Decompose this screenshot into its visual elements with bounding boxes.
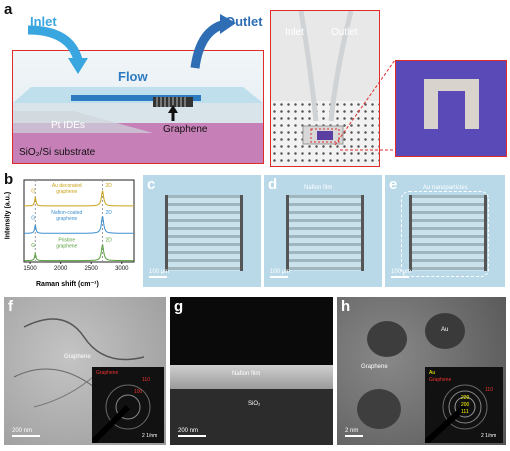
sio2-label: SiO₂ bbox=[248, 401, 261, 407]
photo-tubing bbox=[298, 11, 354, 145]
au-label: Au bbox=[441, 327, 449, 333]
twod-peak-label: 2D bbox=[106, 238, 113, 244]
ring-label: 110 bbox=[485, 387, 493, 393]
panel-label-e: e bbox=[389, 176, 398, 193]
inset-scalebar-label: 2 1/nm bbox=[481, 433, 497, 439]
inset-scalebar-label: 2 1/nm bbox=[142, 433, 158, 439]
panel-label-c: c bbox=[147, 176, 156, 193]
pt-ides-label: Pt IDEs bbox=[51, 120, 85, 131]
au-nanoparticles-label: Au nanoparticles bbox=[423, 185, 468, 191]
electrode-pad bbox=[13, 111, 153, 133]
substrate-label: SiO₂/Si substrate bbox=[19, 147, 96, 158]
flow-label: Flow bbox=[118, 69, 148, 84]
device-photo: Inlet Outlet bbox=[270, 10, 380, 167]
scale-bar bbox=[178, 435, 206, 437]
panel-e: e Au nanoparticles 100 μm bbox=[385, 175, 505, 287]
nafion-label: Nafion film bbox=[232, 371, 261, 377]
flow-arrows bbox=[27, 14, 236, 74]
raman-ylabel: Intensity (a.u.) bbox=[4, 191, 12, 240]
scale-bar-label: 100 μm bbox=[391, 269, 412, 275]
outlet-label: Outlet bbox=[225, 14, 263, 29]
graphene-label: Graphene bbox=[361, 364, 388, 370]
panel-f: f Graphene Graphene 110 100 2 1/nm 200 n… bbox=[4, 297, 166, 445]
nafion-layer bbox=[170, 365, 333, 389]
ide-fingers bbox=[156, 97, 186, 107]
ring-label: 220 bbox=[461, 395, 470, 401]
scale-bar-label: 2 nm bbox=[345, 428, 359, 434]
scale-bar-label: 200 nm bbox=[12, 428, 33, 434]
twod-peak-label: 2D bbox=[106, 183, 113, 189]
ring-label: 110 bbox=[142, 377, 150, 383]
ide-pattern bbox=[286, 195, 364, 271]
scale-bar-label: 100 μm bbox=[270, 269, 291, 275]
scale-bar bbox=[12, 435, 40, 437]
scale-bar bbox=[149, 276, 167, 278]
graphene-label: Graphene bbox=[163, 124, 208, 135]
saed-rings bbox=[92, 384, 151, 443]
device-schematic-svg bbox=[13, 87, 263, 163]
g-peak-label: G bbox=[31, 188, 35, 194]
ring-label: 100 bbox=[134, 389, 143, 395]
chip-pad-gap bbox=[438, 91, 465, 129]
g-peak-label: G bbox=[31, 216, 35, 222]
au-particle bbox=[367, 321, 407, 357]
raman-xlabel: Raman shift (cm⁻¹) bbox=[36, 281, 99, 288]
photo-outlet-label: Outlet bbox=[331, 27, 358, 38]
x-tick-label: 1500 bbox=[23, 266, 37, 270]
zoom-lines bbox=[334, 59, 396, 151]
panel-g: g Nafion film SiO₂ 200 nm bbox=[170, 297, 333, 445]
panel-d: d Nafion film 100 μm bbox=[264, 175, 382, 287]
x-tick-label: 2500 bbox=[85, 266, 99, 270]
au-particle bbox=[425, 313, 465, 349]
g-peak-label: G bbox=[31, 243, 35, 249]
panel-h: h Au Graphene Au Graphene 220 200 111 11… bbox=[337, 297, 506, 445]
graphene-label: Graphene bbox=[64, 354, 91, 360]
saed-rings bbox=[425, 384, 488, 443]
inset-graphene-label: Graphene bbox=[429, 377, 452, 383]
raman-series-line bbox=[24, 190, 134, 207]
panel-label-a: a bbox=[4, 1, 13, 18]
scale-bar-label: 100 μm bbox=[149, 269, 170, 275]
saed-inset: Graphene 110 100 2 1/nm bbox=[92, 367, 164, 443]
plot-frame bbox=[23, 179, 135, 263]
panel-label-f: f bbox=[8, 298, 13, 315]
flow-channel bbox=[71, 95, 201, 101]
device-schematic: Flow Pt IDEs Graphene SiO₂/Si substrate bbox=[12, 50, 264, 164]
inset-au-label: Au bbox=[429, 370, 436, 376]
ring-label: 111 bbox=[461, 409, 469, 415]
inlet-arrow-icon bbox=[27, 25, 83, 62]
panel-a: a Flow Pt IDEs Graphene SiO₂/Si substrat… bbox=[0, 0, 510, 170]
inset-title: Graphene bbox=[96, 370, 119, 376]
chip-zoom bbox=[395, 60, 507, 157]
panel-label-g: g bbox=[174, 298, 184, 315]
ide-pattern bbox=[409, 195, 487, 271]
scale-bar bbox=[391, 276, 409, 278]
raman-series-line bbox=[24, 215, 134, 234]
x-tick-label: 2000 bbox=[54, 266, 68, 270]
panel-c: c 100 μm bbox=[143, 175, 261, 287]
panel-label-h: h bbox=[341, 298, 351, 315]
raman-series-line bbox=[24, 244, 134, 262]
dashed-outline bbox=[401, 191, 489, 277]
saed-inset: Au Graphene 220 200 111 110 2 1/nm bbox=[425, 367, 503, 443]
twod-peak-label: 2D bbox=[106, 210, 113, 216]
inlet-label: Inlet bbox=[30, 14, 57, 29]
nafion-label: Nafion film bbox=[304, 185, 333, 191]
panel-label-d: d bbox=[268, 176, 278, 193]
panel-label-b: b bbox=[4, 171, 14, 188]
scale-bar bbox=[270, 276, 288, 278]
ring-label: 200 bbox=[461, 402, 470, 408]
photo-inlet-label: Inlet bbox=[285, 27, 304, 38]
ide-pattern bbox=[165, 195, 243, 271]
au-particle bbox=[357, 389, 401, 429]
scale-bar bbox=[345, 435, 363, 437]
x-tick-label: 3000 bbox=[115, 266, 129, 270]
scale-bar-label: 200 nm bbox=[178, 428, 199, 434]
